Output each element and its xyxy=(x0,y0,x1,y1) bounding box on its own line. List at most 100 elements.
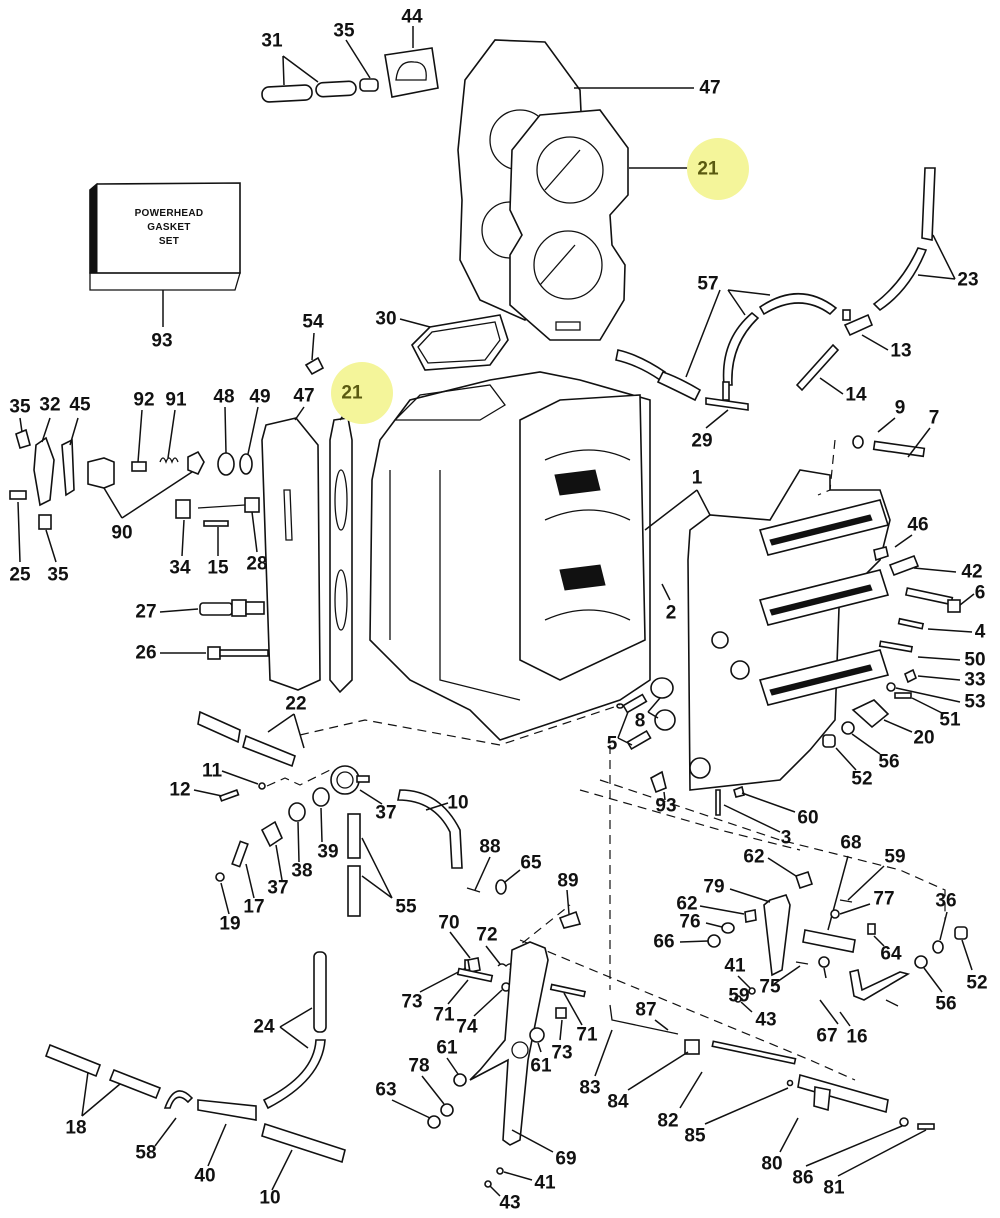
nut-61a xyxy=(453,1073,467,1087)
pin-2 xyxy=(616,703,624,709)
plug-34 xyxy=(175,499,191,519)
gasket-45 xyxy=(61,438,75,497)
part-callout-73: 73 xyxy=(551,1042,573,1064)
part-callout-57: 57 xyxy=(697,273,719,295)
part-callout-38: 38 xyxy=(291,860,313,882)
hoses-57 xyxy=(615,292,838,402)
part-callout-64: 64 xyxy=(880,943,902,965)
nut-62b xyxy=(744,909,757,923)
part-callout-21: 21 xyxy=(341,382,363,404)
part-callout-29: 29 xyxy=(691,430,713,452)
screw-7 xyxy=(872,440,926,458)
part-callout-48: 48 xyxy=(213,386,235,408)
part-callout-23: 23 xyxy=(957,269,979,291)
part-callout-42: 42 xyxy=(961,561,983,583)
part-callout-32: 32 xyxy=(39,394,61,416)
part-callout-6: 6 xyxy=(974,582,986,604)
screw-33 xyxy=(903,668,918,684)
pin-28 xyxy=(197,504,246,509)
part-callout-7: 7 xyxy=(928,407,940,429)
part-callout-78: 78 xyxy=(408,1055,430,1077)
part-callout-47: 47 xyxy=(699,77,721,99)
part-callout-28: 28 xyxy=(246,553,268,575)
fitting-84 xyxy=(684,1039,700,1055)
part-callout-50: 50 xyxy=(964,649,986,671)
part-callout-21: 21 xyxy=(697,158,719,180)
part-callout-37: 37 xyxy=(375,802,397,824)
pin-88 xyxy=(466,887,481,893)
highlight-circle-part-21 xyxy=(687,138,749,200)
screw-25 xyxy=(9,490,27,500)
fitting-42 xyxy=(888,554,920,577)
gasket-30 xyxy=(411,314,509,371)
o-ring-39 xyxy=(312,787,330,807)
hose-24b xyxy=(262,1039,326,1110)
part-callout-19: 19 xyxy=(219,913,241,935)
part-callout-71: 71 xyxy=(576,1024,598,1046)
part-callout-61: 61 xyxy=(530,1055,552,1077)
cover-44 xyxy=(384,47,439,98)
pin-17 xyxy=(231,840,249,868)
highlight-circle-part-21 xyxy=(331,362,393,424)
part-callout-13: 13 xyxy=(890,340,912,362)
cylinder-block xyxy=(369,371,651,741)
part-callout-43: 43 xyxy=(755,1009,777,1031)
pin-15 xyxy=(203,520,229,527)
head-gasket-21 xyxy=(509,109,629,341)
part-callout-92: 92 xyxy=(133,389,155,411)
part-callout-26: 26 xyxy=(135,642,157,664)
part-callout-37: 37 xyxy=(267,877,289,899)
part-callout-62: 62 xyxy=(743,846,765,868)
hoses-22 xyxy=(197,710,296,768)
part-callout-24: 24 xyxy=(253,1016,275,1038)
screw-81 xyxy=(917,1123,935,1130)
washer-41b xyxy=(496,1167,504,1175)
part-callout-43: 43 xyxy=(499,1192,521,1214)
part-callout-2: 2 xyxy=(665,602,677,624)
fitting-35b xyxy=(38,514,52,530)
plug-52b xyxy=(954,926,968,940)
clamp-58 xyxy=(163,1090,194,1109)
part-callout-86: 86 xyxy=(792,1167,814,1189)
part-callout-54: 54 xyxy=(302,311,324,333)
part-callout-69: 69 xyxy=(555,1148,577,1170)
fitting-35a xyxy=(15,428,31,449)
housing-20 xyxy=(851,699,890,729)
part-callout-18: 18 xyxy=(65,1117,87,1139)
washer-8b xyxy=(654,709,676,731)
washer-65 xyxy=(495,879,507,895)
hose-14 xyxy=(795,343,840,392)
part-callout-35: 35 xyxy=(333,20,355,42)
screw-71b xyxy=(549,983,586,998)
part-callout-77: 77 xyxy=(873,888,895,910)
part-callout-91: 91 xyxy=(165,389,187,411)
part-callout-1: 1 xyxy=(691,467,703,489)
part-callout-33: 33 xyxy=(964,669,986,691)
part-callout-62: 62 xyxy=(676,893,698,915)
part-callout-60: 60 xyxy=(797,807,819,829)
part-callout-84: 84 xyxy=(607,1091,629,1113)
part-callout-74: 74 xyxy=(456,1016,478,1038)
part-callout-59: 59 xyxy=(884,846,906,868)
washer-75 xyxy=(818,956,830,968)
part-callout-45: 45 xyxy=(69,394,91,416)
cylinder-head-47-side xyxy=(261,417,321,691)
part-callout-71: 71 xyxy=(433,1004,455,1026)
fitting-46 xyxy=(873,546,889,562)
part-callout-72: 72 xyxy=(476,924,498,946)
part-callout-27: 27 xyxy=(135,601,157,623)
part-callout-44: 44 xyxy=(401,6,423,28)
intake-manifold-1 xyxy=(687,469,891,791)
ball-85 xyxy=(786,1079,794,1087)
part-callout-4: 4 xyxy=(974,621,986,643)
washer-8a xyxy=(650,677,674,699)
part-callout-16: 16 xyxy=(846,1026,868,1048)
spring-82 xyxy=(711,1040,797,1065)
lever-79 xyxy=(763,894,791,977)
hose-10a xyxy=(397,789,463,869)
shaft-80 xyxy=(797,1073,889,1114)
kit-label-line-1: POWERHEAD xyxy=(134,208,204,219)
screw-71a xyxy=(456,967,494,983)
